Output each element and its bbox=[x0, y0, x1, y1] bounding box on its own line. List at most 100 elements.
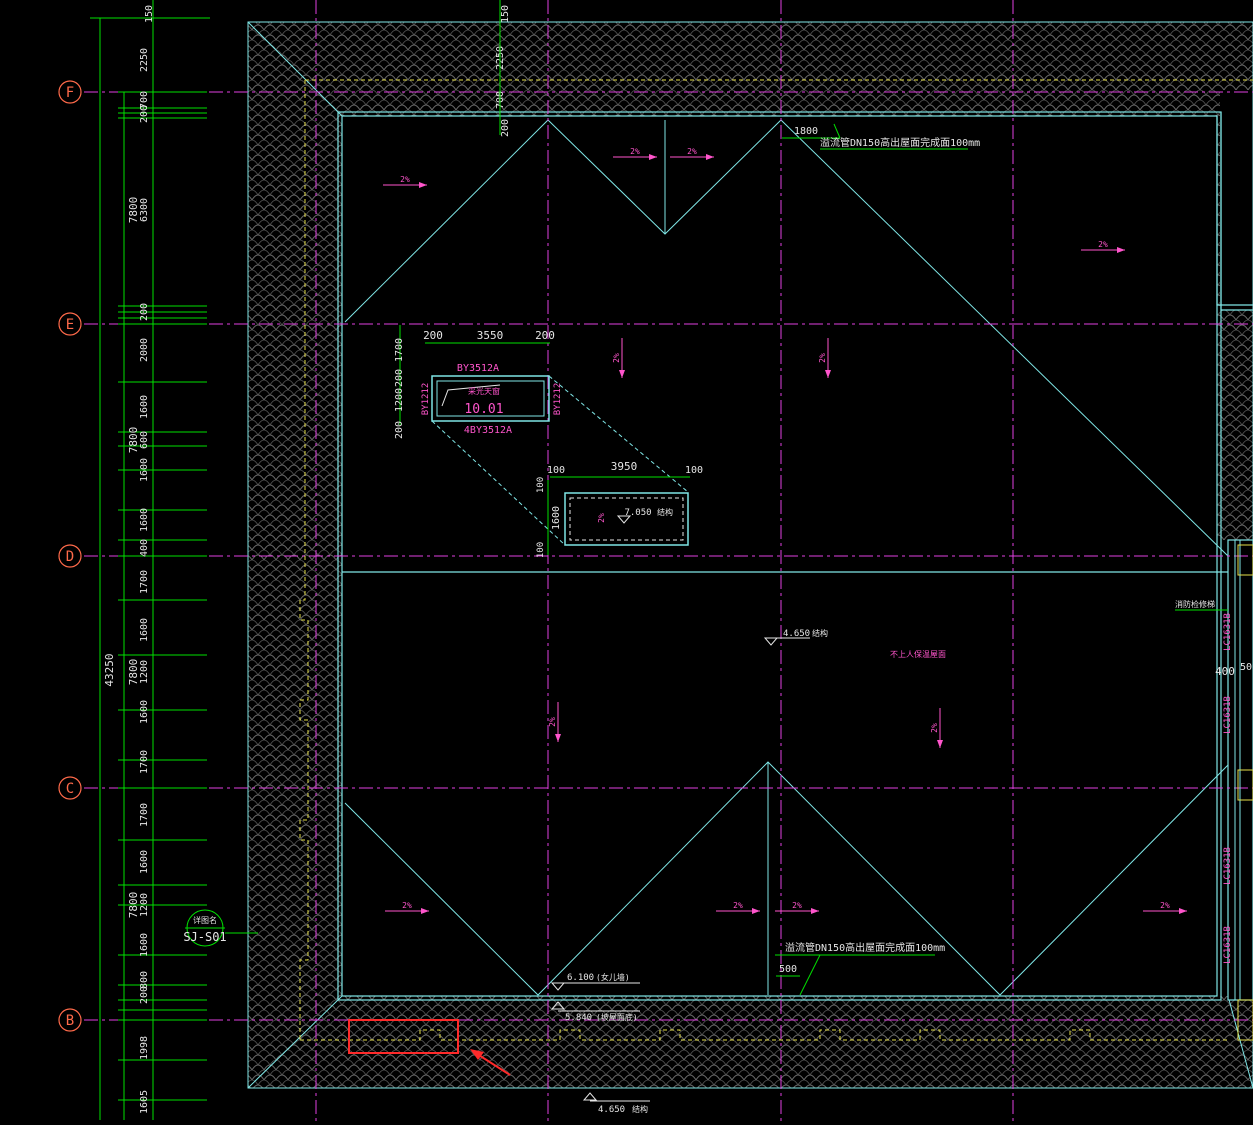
left-sub-dim: 2000 bbox=[139, 338, 150, 362]
window-1: LC1631B bbox=[1223, 613, 1233, 651]
annotations: 1800 溢流管DN150高出屋面完成面100mm 溢流管DN150高出屋面完成… bbox=[183, 123, 1228, 1115]
slope-arrow-head bbox=[649, 154, 657, 160]
span-dim-2: 7800 bbox=[127, 427, 140, 454]
slope-arrow-head bbox=[825, 370, 831, 378]
left-sub-dim: 1600 bbox=[139, 508, 150, 532]
skylight-elev: 10.01 bbox=[464, 402, 503, 417]
left-sub-dim: 800 bbox=[139, 971, 150, 989]
window-2: LC1631B bbox=[1223, 696, 1233, 734]
slope-arrow-head bbox=[419, 182, 427, 188]
top-dimension-chain: 150 2250 700 200 150 bbox=[144, 0, 511, 137]
hatch-dim-100b: 100 bbox=[685, 465, 703, 476]
slope-label: 2% bbox=[612, 353, 621, 363]
parapet-line bbox=[299, 79, 1253, 1041]
axis-label-b: B bbox=[66, 1013, 74, 1029]
slope-arrow-head bbox=[555, 734, 561, 742]
left-sub-dim: 6300 bbox=[139, 198, 150, 222]
skylight-name: 采光天窗 bbox=[468, 386, 500, 396]
left-sub-dim: 400 bbox=[139, 539, 150, 557]
total-dim: 43250 bbox=[103, 653, 116, 686]
slope-arrow-head bbox=[421, 908, 429, 914]
drain-bottom-note: 溢流管DN150高出屋面完成面100mm bbox=[785, 941, 945, 954]
ridge-lines bbox=[344, 119, 1229, 996]
left-dimension-chain: 43250 7800 7800 7800 7800 2250 700 200 6300… bbox=[90, 0, 210, 1120]
left-sub-dim: 1600 bbox=[139, 458, 150, 482]
span-dim-4: 7800 bbox=[127, 892, 140, 919]
left-sub-dim: 1700 bbox=[139, 570, 150, 594]
left-sub-dim: 2250 bbox=[139, 48, 150, 72]
slope-label: 2% bbox=[733, 901, 743, 910]
skylight-dim-3550: 3550 bbox=[477, 329, 504, 342]
hatch-slope: 2% bbox=[597, 513, 606, 523]
slope-arrow-head bbox=[1179, 908, 1187, 914]
left-sub-dim: 1600 bbox=[139, 395, 150, 419]
slope-arrow-head bbox=[752, 908, 760, 914]
bottom-elev: 4.650 bbox=[598, 1105, 625, 1115]
slope-label: 2% bbox=[400, 175, 410, 184]
skylight-label-top: BY3512A bbox=[457, 363, 499, 374]
slope-label: 2% bbox=[930, 723, 939, 733]
right-dim-50: 50 bbox=[1240, 662, 1252, 673]
gutter-tag: (坡屋面底) bbox=[596, 1012, 638, 1022]
right-dim-400: 400 bbox=[1215, 665, 1235, 678]
skylight-dim-200b: 200 bbox=[535, 329, 555, 342]
skylight-label-left: BY1212 bbox=[421, 383, 431, 416]
slope-label: 2% bbox=[687, 147, 697, 156]
axis-label-e: E bbox=[66, 317, 74, 333]
axis-label-d: D bbox=[66, 549, 74, 565]
span-dim-1: 7800 bbox=[127, 197, 140, 224]
slope-arrow-head bbox=[811, 908, 819, 914]
slope-label: 2% bbox=[818, 353, 827, 363]
highlight-markup bbox=[348, 1019, 511, 1076]
slope-label: 2% bbox=[402, 901, 412, 910]
slope-arrows: 2% 2% 2% 2% 2% 2% 2% 2% 2% 2% 2% 2% bbox=[383, 147, 1187, 914]
skylight: 200 3550 200 1700 200 1200 200 BY3512A 4… bbox=[394, 325, 689, 546]
axis-label-f: F bbox=[66, 85, 74, 101]
skylight-dim-200a: 200 bbox=[423, 329, 443, 342]
axis-bubble-c bbox=[58, 776, 82, 800]
slope-arrow-head bbox=[937, 740, 943, 748]
skylight-dim-1700: 1700 bbox=[394, 338, 405, 362]
axis-label-c: C bbox=[66, 781, 74, 797]
top-dim-4: 200 bbox=[500, 119, 511, 137]
slope-label: 2% bbox=[792, 901, 802, 910]
roof-elev: 4.650 bbox=[783, 629, 810, 639]
left-sub-dim: 1600 bbox=[139, 933, 150, 957]
span-dim-3: 7800 bbox=[127, 659, 140, 686]
slope-arrow-head bbox=[706, 154, 714, 160]
roof-elev-tag: 结构 bbox=[812, 628, 828, 638]
hatch-dim-3950: 3950 bbox=[611, 460, 638, 473]
eave-tag: (女儿墙) bbox=[596, 972, 630, 982]
skylight-label-bottom: 4BY3512A bbox=[464, 425, 512, 436]
skylight-label-right: BY1212 bbox=[553, 383, 563, 416]
slope-label: 2% bbox=[630, 147, 640, 156]
axis-bubble-b bbox=[58, 1008, 82, 1032]
hatch-dim-100d: 100 bbox=[536, 542, 546, 558]
slope-arrow-head bbox=[1117, 247, 1125, 253]
left-sub-dim: 700 bbox=[139, 91, 150, 109]
eave-elev: 6.100 bbox=[567, 973, 594, 983]
hatch-dim-100a: 100 bbox=[547, 465, 565, 476]
left-sub-dim: 200 bbox=[139, 986, 150, 1004]
slope-label: 2% bbox=[1098, 240, 1108, 249]
axis-grid bbox=[84, 0, 1253, 1125]
drain-top-note: 溢流管DN150高出屋面完成面100mm bbox=[820, 136, 980, 149]
left-sub-dim: 1200 bbox=[139, 660, 150, 684]
window-3: LC1631B bbox=[1223, 847, 1233, 885]
slope-label: 2% bbox=[548, 717, 557, 727]
axis-bubble-d bbox=[58, 544, 82, 568]
tiled-roof-band bbox=[247, 21, 1253, 1089]
window-4: LC1631B bbox=[1223, 926, 1233, 964]
left-sub-dim: 1600 bbox=[139, 700, 150, 724]
right-windows: LC1631B LC1631B LC1631B LC1631B 400 50 bbox=[1215, 540, 1253, 1041]
drain-bottom-dim: 500 bbox=[779, 964, 797, 975]
roof-hatch: 100 3950 100 100 1600 100 7.050 结构 2% bbox=[536, 460, 703, 558]
section-ref: SJ-S01 bbox=[183, 930, 226, 944]
skylight-dim-200c: 200 bbox=[394, 369, 405, 387]
section-name: 详图名 bbox=[193, 915, 217, 925]
fire-ladder-label: 消防检修梯 bbox=[1175, 599, 1215, 609]
left-sub-dim: 200 bbox=[139, 303, 150, 321]
axis-bubbles: F E D C B bbox=[58, 80, 82, 1032]
slope-label: 2% bbox=[1160, 901, 1170, 910]
